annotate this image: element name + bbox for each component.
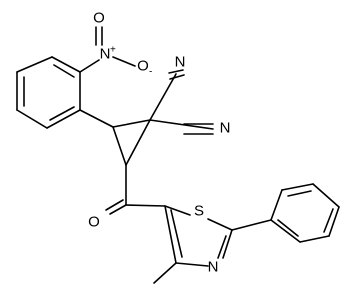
bond — [323, 208, 334, 233]
bond — [170, 209, 183, 258]
atom-o-carbonyl: O — [88, 214, 100, 231]
bond — [277, 219, 299, 237]
bond — [149, 73, 177, 121]
nitro-group: N + O O - — [79, 10, 152, 78]
atom-n-nitro: N — [100, 46, 111, 63]
bond — [46, 109, 81, 129]
bond — [164, 205, 177, 264]
atom-n-thiazole: N — [208, 259, 219, 276]
bond — [231, 219, 272, 231]
charge-plus: + — [110, 45, 116, 56]
bond — [312, 183, 340, 208]
bond — [16, 109, 48, 129]
carbonyl-group: O — [88, 164, 166, 231]
bond — [175, 262, 209, 267]
bond — [125, 119, 151, 166]
bond — [112, 56, 136, 67]
bond — [112, 126, 127, 166]
bond — [299, 235, 330, 243]
bond — [153, 262, 177, 284]
bond — [149, 119, 214, 130]
thiazole-ring: S N — [153, 203, 233, 284]
bond — [270, 189, 283, 221]
bond — [112, 119, 151, 128]
bond — [222, 229, 233, 259]
bond — [79, 109, 114, 128]
atom-o-minus: O — [137, 58, 149, 75]
bond — [164, 205, 191, 216]
bond — [281, 183, 314, 191]
bond — [16, 56, 53, 73]
bond — [168, 69, 184, 74]
bond — [217, 235, 227, 259]
atom-n-nitrile-2: N — [220, 120, 231, 137]
atom-s-thiazole: S — [194, 203, 204, 220]
charge-minus: - — [149, 67, 152, 78]
atom-n-nitrile-1: N — [175, 54, 186, 71]
bond — [49, 106, 75, 121]
atom-o-double: O — [93, 10, 105, 27]
bond — [169, 74, 185, 80]
nitrophenyl-ring — [16, 56, 81, 129]
bond — [125, 204, 166, 207]
cyclopropane-core: N N — [79, 54, 231, 166]
bond — [270, 219, 301, 243]
bond — [53, 64, 75, 78]
bond — [207, 218, 233, 231]
bond — [287, 190, 312, 197]
bond — [51, 56, 81, 73]
bond — [328, 206, 340, 237]
bond — [79, 59, 100, 73]
bond — [105, 199, 124, 211]
phenyl-ring — [231, 183, 340, 243]
bond — [109, 204, 127, 215]
